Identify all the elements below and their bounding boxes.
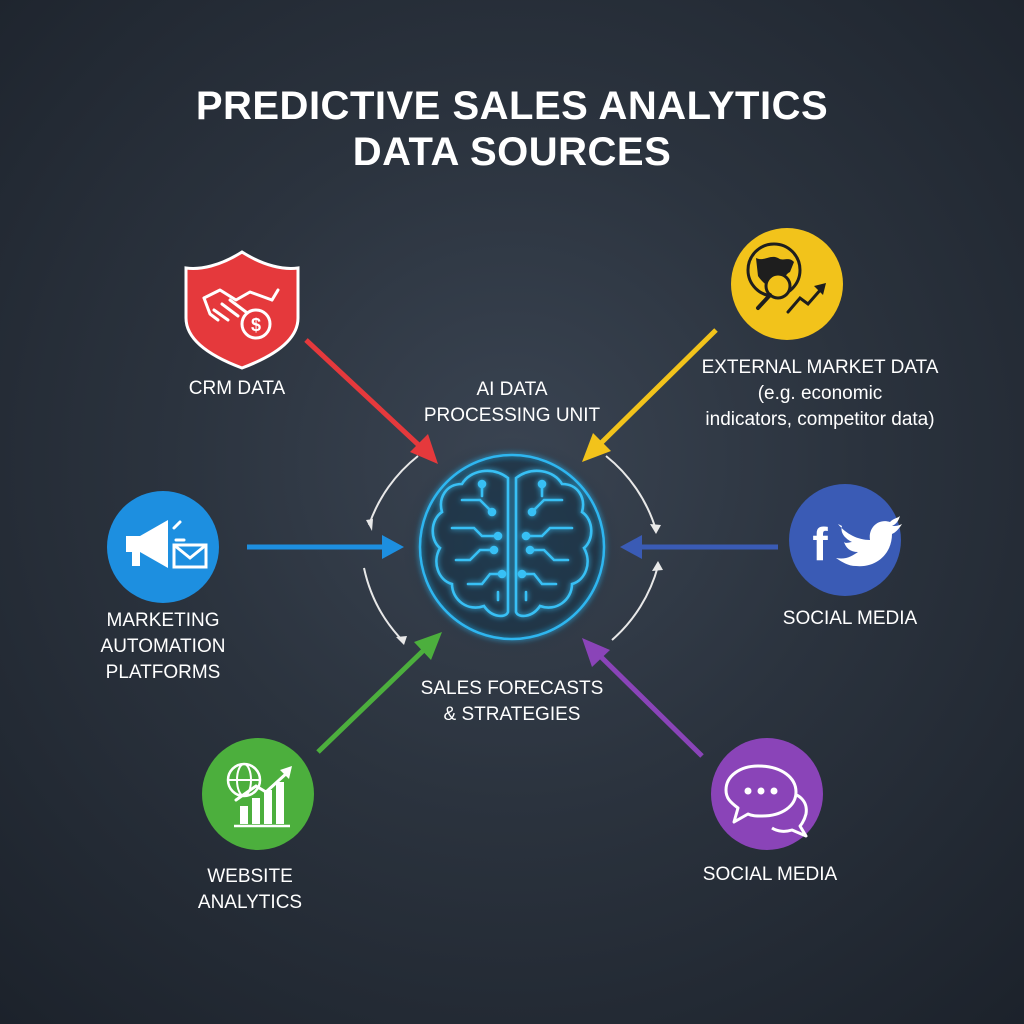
- social-top-label: SOCIAL MEDIA: [782, 608, 918, 629]
- cycle-arcs: [363, 455, 663, 645]
- social-top-source: f: [789, 484, 902, 596]
- center-top-label-line2: PROCESSING UNIT: [423, 405, 601, 426]
- arrow-social-bottom: [582, 638, 704, 758]
- external-label-line2: (e.g. economic: [757, 383, 883, 404]
- crm-source: $: [184, 250, 300, 370]
- center-top-label-line1: AI DATA: [476, 379, 548, 400]
- brain-circuit-icon: [431, 469, 593, 618]
- arrow-website: [316, 632, 442, 754]
- web-bar-chart-icon: [226, 762, 292, 828]
- globe-chart-icon: [746, 242, 826, 314]
- center-bottom-label-line1: SALES FORECASTS: [420, 678, 604, 699]
- svg-text:$: $: [251, 315, 261, 335]
- website-label-line2: ANALYTICS: [197, 892, 303, 913]
- marketing-label-line3: PLATFORMS: [105, 662, 221, 683]
- external-label-line3: indicators, competitor data): [705, 409, 935, 430]
- marketing-source: [107, 491, 219, 603]
- facebook-twitter-icon: f: [812, 516, 902, 570]
- marketing-label-line2: AUTOMATION: [100, 636, 226, 657]
- diagram-title-line2: DATA SOURCES: [352, 130, 672, 174]
- svg-text:f: f: [812, 518, 828, 570]
- center-bottom-label-line2: & STRATEGIES: [443, 704, 581, 725]
- arrow-crm: [304, 338, 438, 464]
- crm-label: CRM DATA: [188, 378, 286, 399]
- marketing-label-line1: MARKETING: [106, 610, 220, 631]
- arrow-external: [582, 328, 718, 462]
- external-market-source: [731, 228, 843, 340]
- external-label-line1: EXTERNAL MARKET DATA: [701, 357, 939, 378]
- megaphone-mail-icon: [126, 520, 208, 569]
- ai-processing-unit: [402, 437, 622, 657]
- arrow-marketing: [247, 535, 404, 559]
- website-source: [202, 738, 314, 850]
- social-bottom-label: SOCIAL MEDIA: [702, 864, 838, 885]
- website-label-line1: WEBSITE: [207, 866, 293, 887]
- social-bottom-source: [711, 738, 823, 850]
- diagram-title-line1: PREDICTIVE SALES ANALYTICS: [195, 84, 829, 128]
- arrow-social-top: [620, 535, 778, 559]
- chat-bubbles-icon: [724, 764, 808, 838]
- handshake-shield-icon: $: [184, 250, 300, 370]
